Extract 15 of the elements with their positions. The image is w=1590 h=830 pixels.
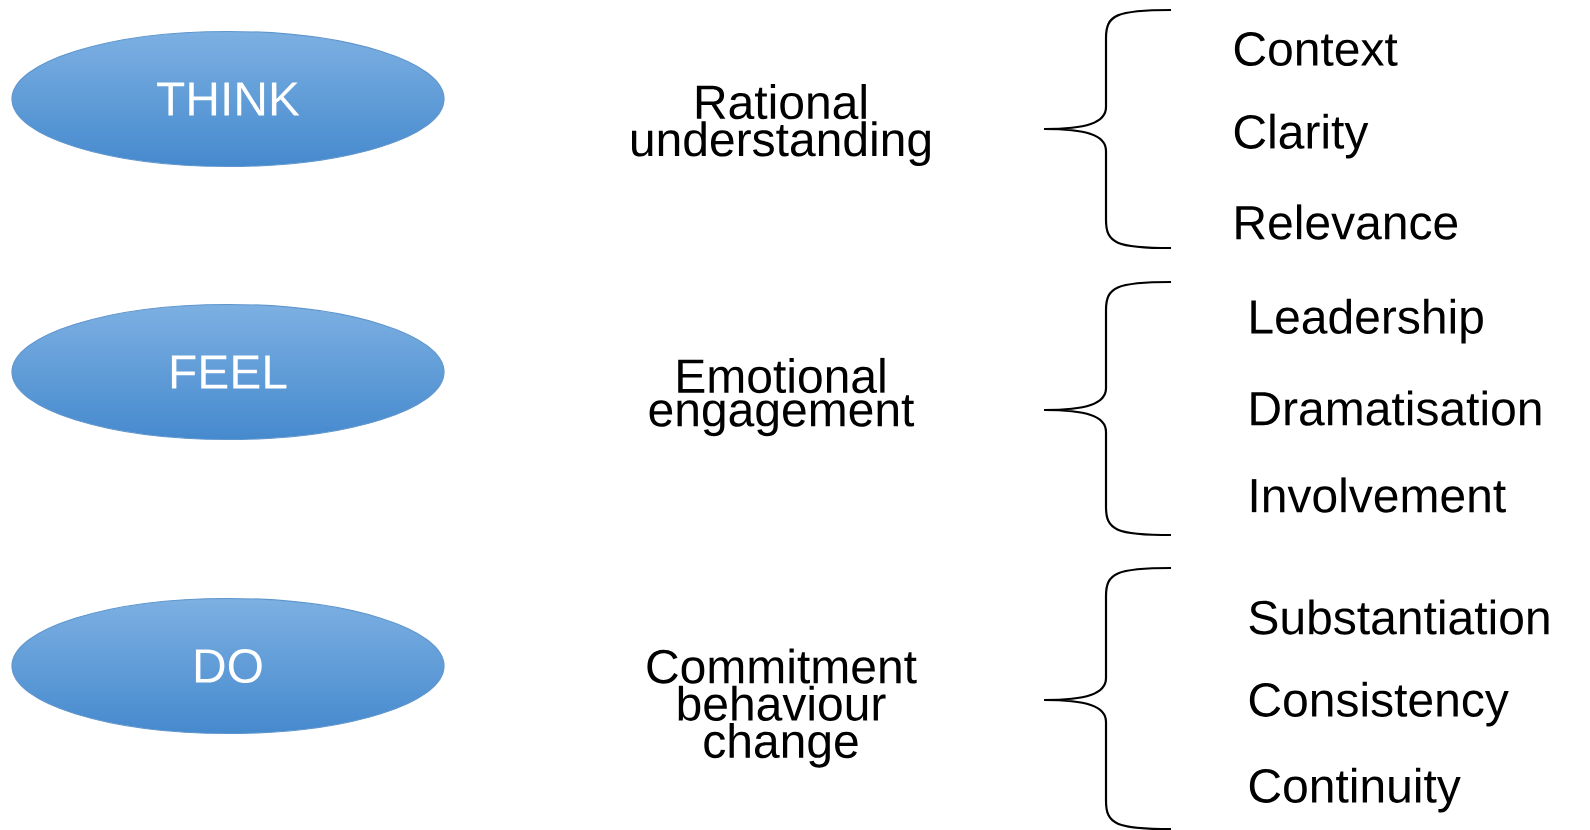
item-text: Leadership xyxy=(1251,298,1483,344)
item-text: Substantiation xyxy=(1249,599,1549,635)
category-text: Rational understanding xyxy=(632,84,930,166)
item-text: Relevance xyxy=(1236,204,1458,240)
item-text: Consistency xyxy=(1249,681,1509,727)
item-text: Dramatisation xyxy=(1251,390,1541,426)
ellipse-node: FEEL xyxy=(11,303,445,441)
ellipse-node: DO xyxy=(11,597,445,735)
category-text: Commitment behaviour change xyxy=(647,648,917,768)
item-text: Involvement xyxy=(1251,477,1506,513)
ellipse-node: THINK xyxy=(11,30,445,168)
category-text: Emotional engagement xyxy=(649,357,915,437)
item-text: Context xyxy=(1234,32,1398,66)
item-text: Clarity xyxy=(1234,113,1369,159)
item-text: Continuity xyxy=(1249,767,1461,813)
